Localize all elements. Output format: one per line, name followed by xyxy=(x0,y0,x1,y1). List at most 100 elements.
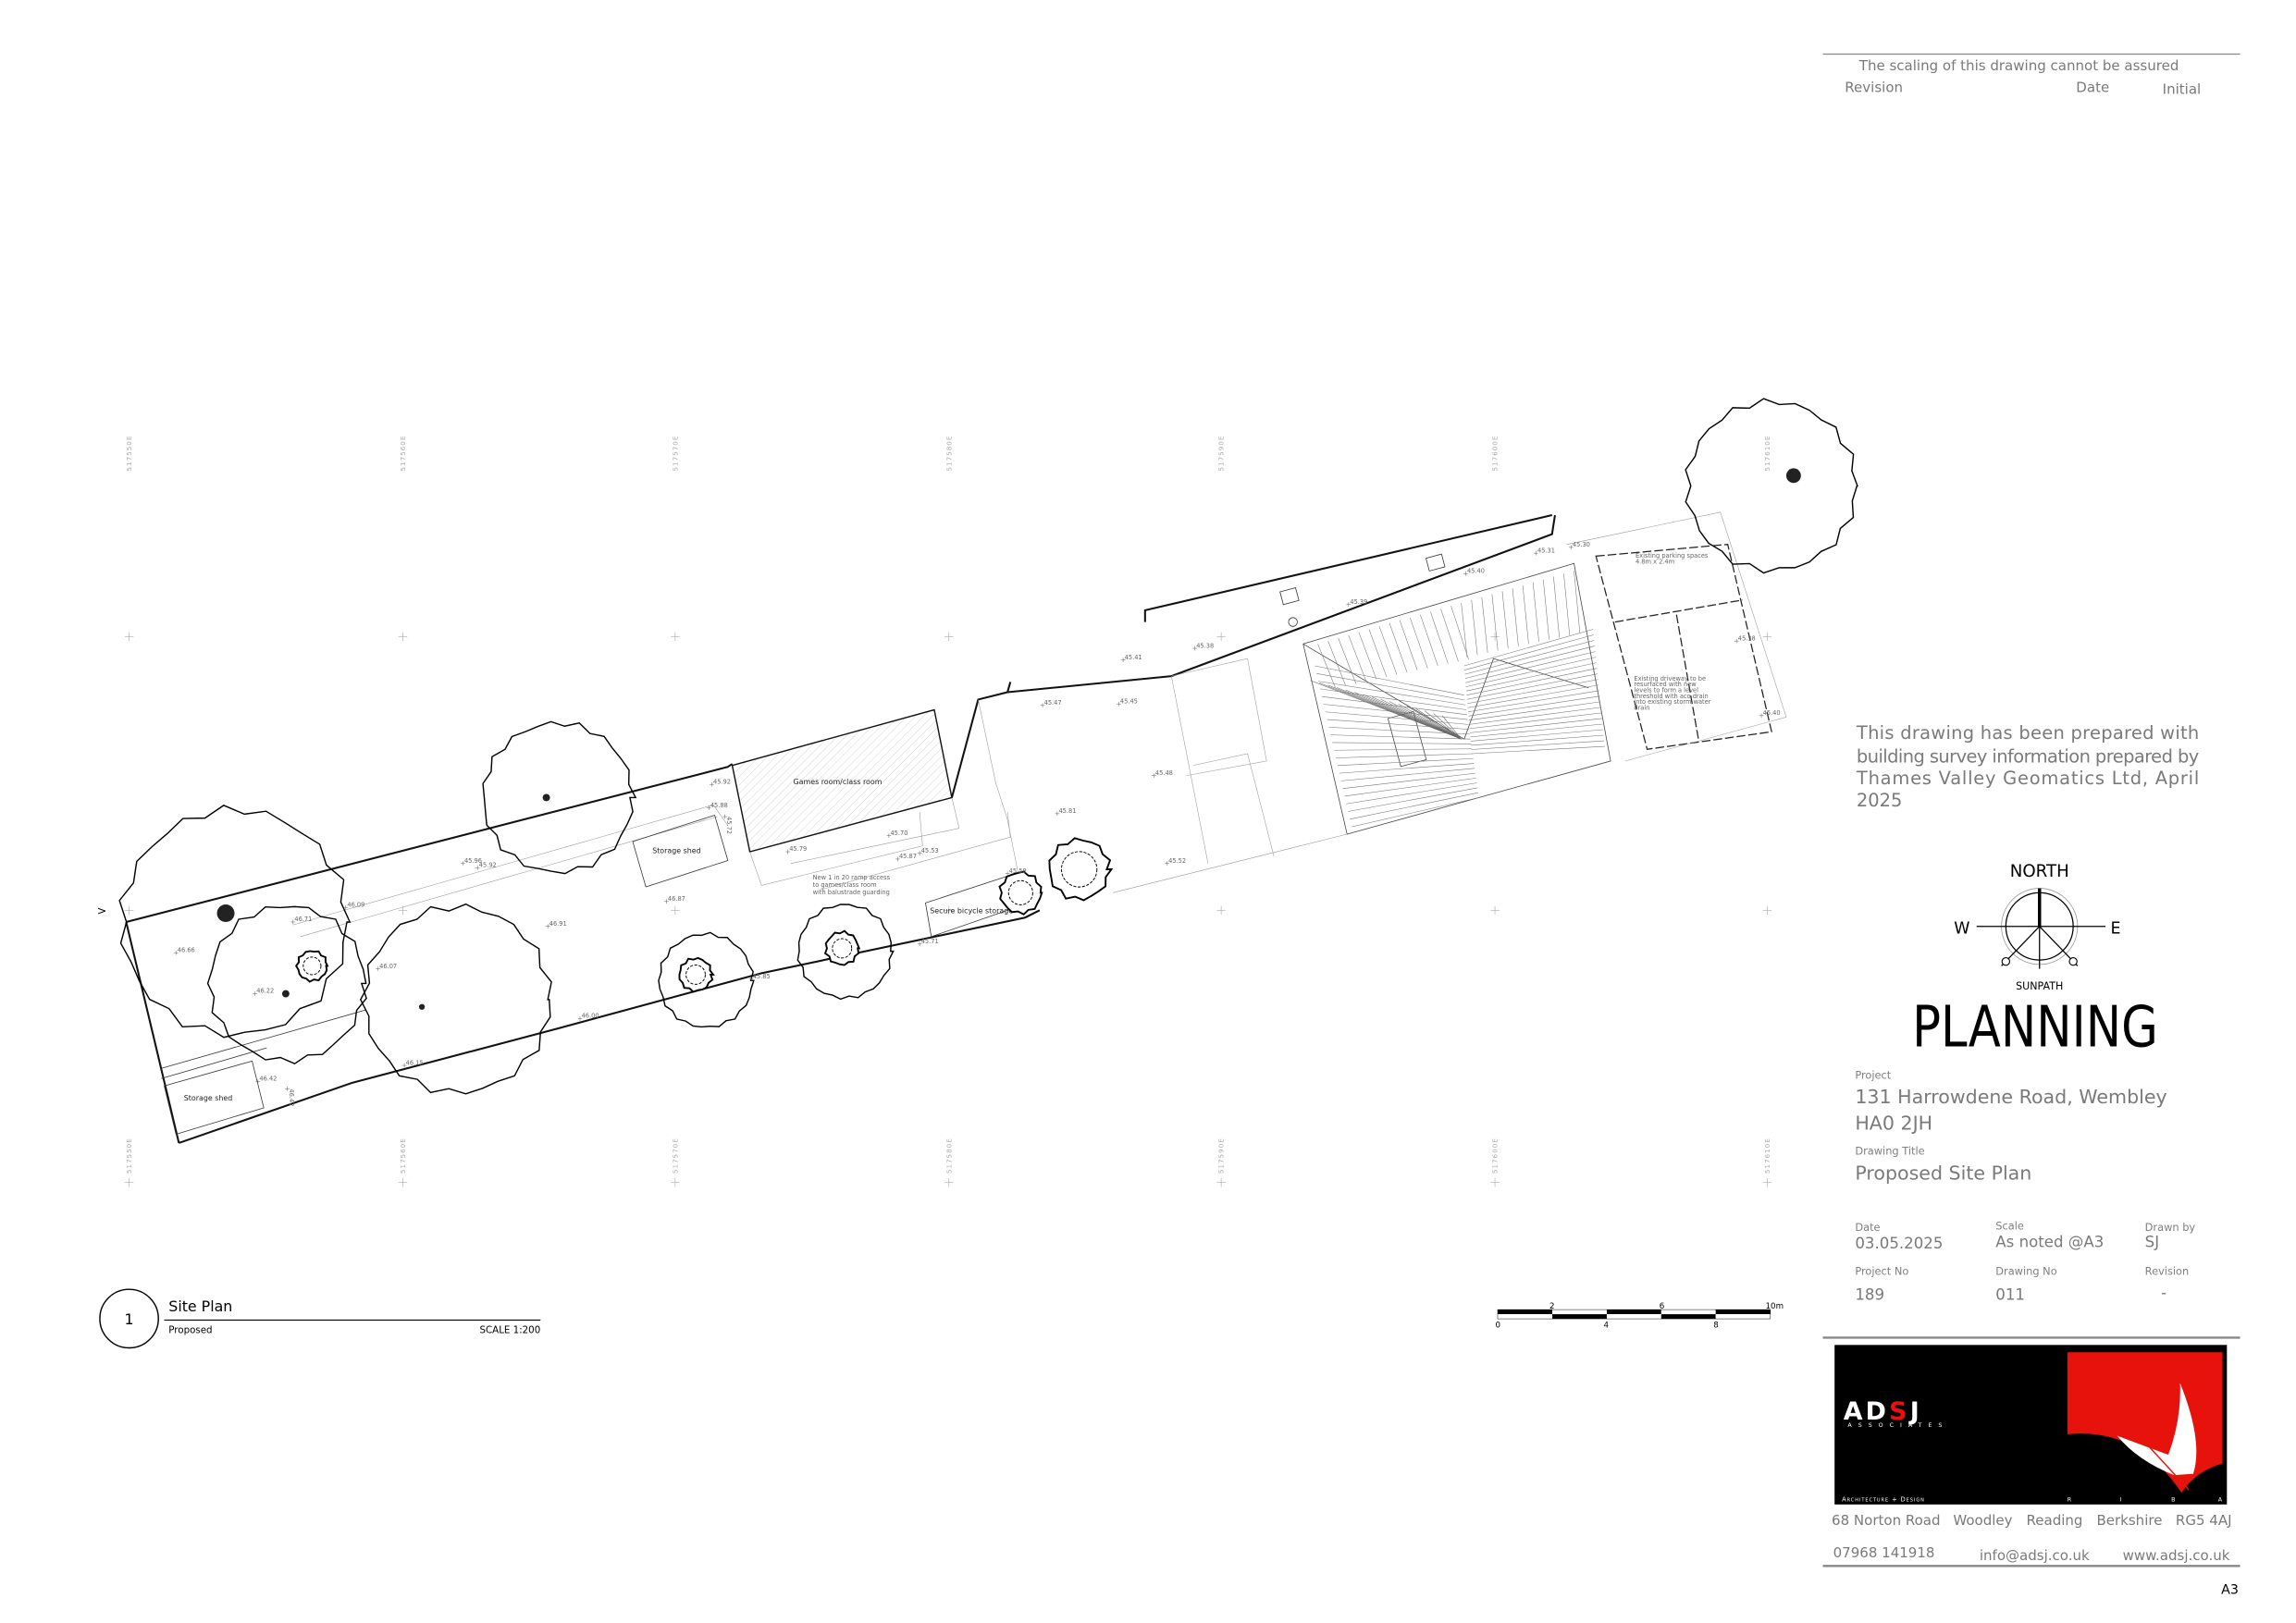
roof-tile-line xyxy=(1481,596,1488,653)
survey-note-line: This drawing has been prepared with xyxy=(1856,722,2199,744)
view-title: 1 Site Plan Proposed SCALE 1:200 xyxy=(99,1288,540,1349)
tree-trunk xyxy=(542,793,550,802)
roof-tile-line xyxy=(1470,734,1604,746)
roof-tile-line xyxy=(1463,629,1594,667)
planning-status: PLANNING xyxy=(1912,993,2158,1060)
roof-tile-line xyxy=(1469,718,1602,733)
roof-tile-line xyxy=(1491,594,1499,651)
grid-label-top: 517570E xyxy=(671,436,679,472)
view-subtitle: Proposed xyxy=(168,1325,212,1336)
roof-tile-line xyxy=(1415,708,1462,740)
scale-tick-label: 2 xyxy=(1549,1302,1555,1311)
date-label: Date xyxy=(1855,1221,1880,1234)
date-value: 03.05.2025 xyxy=(1855,1235,1943,1252)
roof-tile-line xyxy=(1471,745,1605,755)
roof-tile-line xyxy=(1325,711,1469,725)
shrub xyxy=(295,950,329,983)
inspection-chamber xyxy=(1425,553,1446,572)
spot-level-marker xyxy=(173,950,179,955)
ramp-outline xyxy=(749,797,1011,891)
grid-cross xyxy=(1216,905,1226,916)
spot-level-marker xyxy=(255,1079,261,1084)
logo-sail xyxy=(2117,1383,2197,1476)
spot-level-marker xyxy=(663,899,669,904)
roof-tile-line xyxy=(1340,768,1475,781)
roof-tile-line xyxy=(1323,704,1468,720)
scale-bar-segment xyxy=(1660,1309,1716,1315)
roof-tile-line xyxy=(1467,684,1599,708)
spot-level: 45.81 xyxy=(1058,807,1076,815)
grid-cross xyxy=(124,632,134,642)
site-plan: Games room/class room New 1 in 20 ramp a… xyxy=(97,398,1858,1144)
spot-level-marker xyxy=(1165,861,1169,867)
survey-grid: 517550E517550E517560E517560E517570E51757… xyxy=(124,436,1772,1187)
spot-level-marker xyxy=(1151,773,1156,779)
grid-cross xyxy=(944,905,954,916)
spot-level: 46.42 xyxy=(259,1076,277,1083)
roof-tile-line xyxy=(1466,668,1598,695)
spot-level-marker xyxy=(1120,658,1126,663)
roof-tile-line xyxy=(1380,698,1462,740)
roof-tile-line xyxy=(1553,576,1560,638)
parking-note-line: 4.8m x 2.4m xyxy=(1636,558,1674,565)
roof-tile-line xyxy=(1342,772,1475,789)
section-marker: > xyxy=(97,904,107,917)
spot-level: 45.47 xyxy=(1044,699,1062,707)
roof-tile-line xyxy=(1420,614,1438,667)
company-website[interactable]: www.adsj.co.uk xyxy=(2123,1547,2230,1564)
logo-subtitle: ASSOCIATES xyxy=(1847,1422,1948,1429)
parking-bay xyxy=(1595,544,1772,750)
scale-bar-segment xyxy=(1606,1314,1661,1319)
roof-tile-line xyxy=(1350,792,1478,820)
roof-tile-line xyxy=(1372,696,1462,740)
grid-cross xyxy=(1490,1177,1500,1187)
roof-tile-line xyxy=(1532,582,1539,642)
ramp-note: New 1 in 20 ramp access to games/class r… xyxy=(813,874,891,896)
storage-shed-2-label: Storage shed xyxy=(652,847,700,855)
spot-level-marker xyxy=(748,977,754,982)
roof-tile-line xyxy=(1467,679,1599,705)
roof-tile-line xyxy=(1450,606,1469,660)
grid-label-top: 517600E xyxy=(1491,436,1500,472)
roof-tile-line xyxy=(1337,757,1474,767)
grid-cross xyxy=(1490,905,1500,916)
parking-note-line: Existing parking spaces xyxy=(1636,552,1709,559)
roof-tile-line xyxy=(1466,662,1597,692)
revision-value: - xyxy=(2161,1285,2166,1302)
roof-tile-line xyxy=(1389,623,1408,673)
project-postcode: HA0 2JH xyxy=(1855,1113,1932,1135)
spot-level: 45.41 xyxy=(1125,654,1142,661)
spot-level-marker xyxy=(1346,602,1352,607)
grid-cross xyxy=(1762,905,1772,916)
scale-bar-segment xyxy=(1498,1314,1553,1319)
grid-label-bottom: 517560E xyxy=(399,1137,407,1174)
scale-tick-label: 0 xyxy=(1495,1321,1500,1330)
site-boundary-west xyxy=(125,921,180,1144)
roof-tile-line xyxy=(1327,719,1470,730)
spot-level: 46.07 xyxy=(379,963,397,970)
scale-tick-label: 4 xyxy=(1604,1321,1610,1330)
project-address: 131 Harrowdene Road, Wembley xyxy=(1855,1086,2166,1108)
storage-shed-1 xyxy=(164,1060,265,1135)
logo-mast xyxy=(2119,1414,2190,1491)
scaling-disclaimer: The scaling of this drawing cannot be as… xyxy=(1858,57,2179,74)
spot-level-marker xyxy=(577,1016,583,1021)
ramp-note-line: with balustrade guarding xyxy=(813,889,890,896)
shrub-inner xyxy=(302,956,322,976)
grid-cross xyxy=(1490,632,1500,642)
scale-tick-label: 10m xyxy=(1766,1302,1784,1311)
spot-level: 45.30 xyxy=(1573,541,1590,548)
company-email[interactable]: info@adsj.co.uk xyxy=(1980,1547,2090,1564)
view-number: 1 xyxy=(125,1310,134,1328)
roof-tile-line xyxy=(1563,573,1571,635)
spot-level: 45.96 xyxy=(464,857,482,865)
tree-trunk xyxy=(216,904,235,922)
riba-letter: B xyxy=(2171,1497,2175,1504)
spot-level: 45.38 xyxy=(1196,642,1214,649)
driveway-note-line: threshold with aco drain xyxy=(1634,693,1708,700)
roof-tile-line xyxy=(1321,695,1467,716)
spot-level: 45.40 xyxy=(1763,709,1781,717)
roof-tile-line xyxy=(1344,778,1476,797)
site-boundary-south xyxy=(179,909,1041,1144)
